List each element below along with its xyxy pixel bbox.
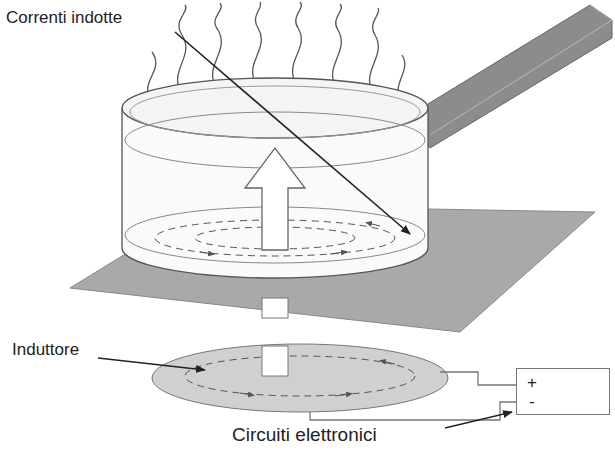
- callout-label: Correnti indotte: [6, 8, 122, 28]
- return-wire: [310, 402, 516, 420]
- leader-arrow: [445, 412, 512, 428]
- handle-edge: [430, 5, 612, 135]
- field-stem: [262, 298, 288, 318]
- supply-wire: [440, 372, 516, 385]
- pot-rim: [122, 78, 428, 138]
- magnetic-field-arrow: [245, 148, 305, 250]
- terminal-sign: -: [529, 393, 535, 410]
- leader-arrow: [98, 358, 205, 370]
- pan-handle: [405, 5, 612, 148]
- inductor-coil: [152, 344, 448, 412]
- field-stem-core: [262, 346, 288, 376]
- terminal-sign: +: [527, 374, 537, 391]
- coil-current-loop: [185, 356, 415, 396]
- electronics-box: +-: [516, 368, 610, 415]
- callout-label: Circuiti elettronici: [232, 424, 377, 446]
- callout-label: Induttore: [12, 340, 79, 360]
- leader-arrow: [175, 32, 410, 234]
- eddy-current-arrows: [200, 223, 380, 254]
